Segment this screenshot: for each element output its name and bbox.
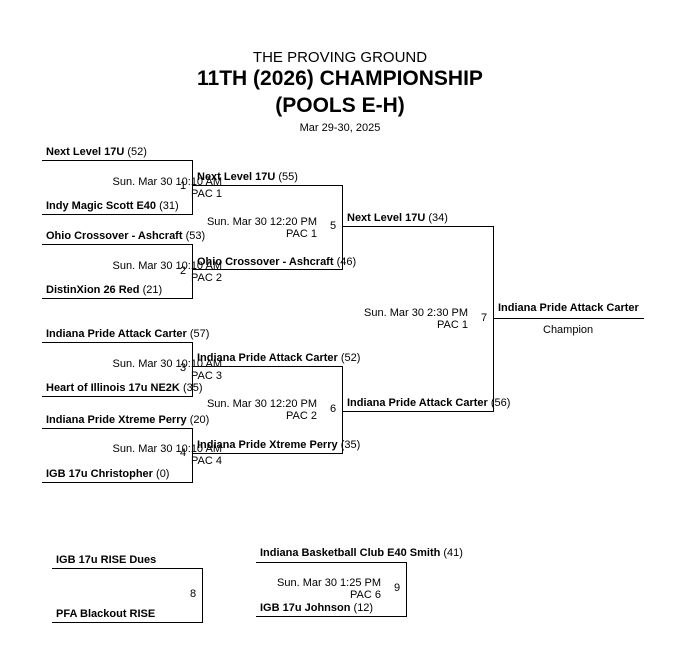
game-1-number: 1 — [180, 180, 187, 192]
game-8-top-team: IGB 17u RISE Dues — [56, 554, 157, 566]
bracket-line — [42, 342, 193, 343]
game-6-top-team: Indiana Pride Attack Carter (52) — [197, 352, 361, 364]
game-6-number: 6 — [330, 403, 337, 415]
game-6-bottom-team: Indiana Pride Xtreme Perry (35) — [197, 439, 361, 451]
bracket-line — [52, 568, 203, 569]
game-7-number: 7 — [481, 312, 488, 324]
game-2-top-team: Ohio Crossover - Ashcraft (53) — [46, 230, 206, 242]
tournament-supertitle: THE PROVING GROUND — [252, 49, 428, 66]
game-8-bottom-team: PFA Blackout RISE — [56, 608, 156, 620]
game-5-bottom-team: Ohio Crossover - Ashcraft (46) — [197, 256, 357, 268]
tournament-title: 11TH (2026) CHAMPIONSHIP — [197, 67, 483, 90]
bracket-line — [42, 298, 193, 299]
game-7-bottom-team: Indiana Pride Attack Carter (56) — [347, 397, 511, 409]
tournament-subtitle: (POOLS E-H) — [275, 94, 405, 117]
bracket-line — [193, 453, 343, 454]
bracket-line — [342, 185, 343, 270]
bracket-line — [494, 318, 644, 319]
game-9-top-team: Indiana Basketball Club E40 Smith (41) — [260, 547, 463, 559]
game-3-bottom-team: Heart of Illinois 17u NE2K (35) — [46, 382, 203, 394]
bracket-line — [42, 160, 193, 161]
game-9-bottom-team: IGB 17u Johnson (12) — [260, 602, 374, 614]
bracket-line — [343, 226, 494, 227]
game-3-number: 3 — [180, 362, 187, 374]
tournament-dates: Mar 29-30, 2025 — [299, 122, 381, 134]
game-1-top-team: Next Level 17U (52) — [46, 146, 147, 158]
game-1-bottom-team: Indy Magic Scott E40 (31) — [46, 200, 179, 212]
bracket-line — [42, 214, 193, 215]
game-7-top-team: Next Level 17U (34) — [347, 212, 448, 224]
bracket-line — [256, 616, 407, 617]
game-8-number: 8 — [190, 588, 197, 600]
game-5-top-team: Next Level 17U (55) — [197, 171, 298, 183]
game-2-number: 2 — [180, 265, 187, 277]
bracket-line — [256, 562, 407, 563]
bracket-line — [406, 562, 407, 617]
game-2-bottom-team: DistinXion 26 Red (21) — [46, 284, 163, 296]
champion-team: Indiana Pride Attack Carter — [498, 302, 639, 314]
bracket-line — [42, 482, 193, 483]
game-4-bottom-team: IGB 17u Christopher (0) — [46, 468, 170, 480]
bracket-line — [193, 366, 343, 367]
bracket-line — [192, 244, 193, 299]
game-4-number: 4 — [180, 447, 187, 459]
game-3-top-team: Indiana Pride Attack Carter (57) — [46, 328, 210, 340]
bracket-line — [193, 185, 343, 186]
bracket-line — [202, 568, 203, 623]
champion-label: Champion — [543, 324, 594, 336]
bracket-line — [42, 428, 193, 429]
bracket-line — [192, 428, 193, 483]
game-9-number: 9 — [394, 582, 401, 594]
bracket-line — [42, 244, 193, 245]
game-4-top-team: Indiana Pride Xtreme Perry (20) — [46, 414, 210, 426]
bracket-line — [42, 396, 193, 397]
bracket-line — [192, 342, 193, 397]
bracket-line — [52, 622, 203, 623]
game-5-number: 5 — [330, 220, 337, 232]
bracket-line — [193, 269, 343, 270]
bracket-line — [343, 411, 494, 412]
bracket-line — [342, 366, 343, 454]
bracket-line — [192, 160, 193, 215]
bracket-line — [493, 226, 494, 412]
